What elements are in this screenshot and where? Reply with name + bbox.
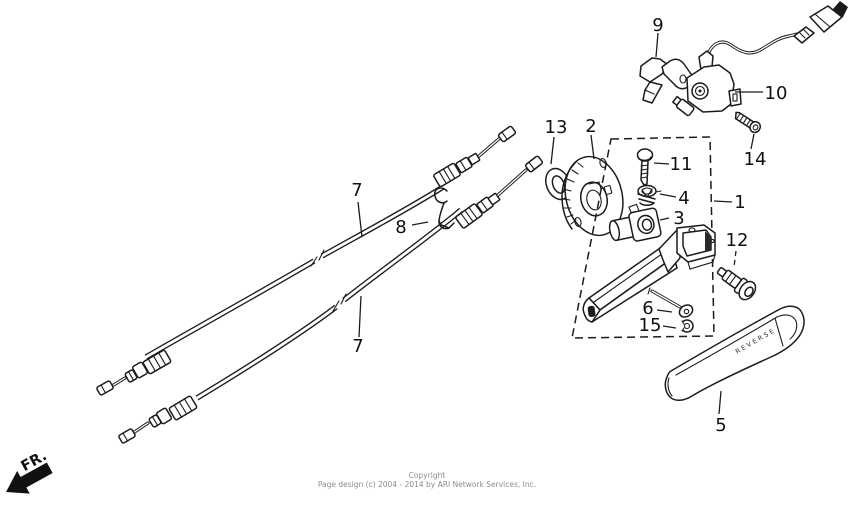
callout-part-10[interactable]: 10: [765, 83, 788, 104]
callout-leader-6: [656, 309, 673, 313]
callout-part-2[interactable]: 2: [585, 116, 596, 137]
callout-part-7[interactable]: 7: [351, 180, 362, 201]
callout-part-3[interactable]: 3: [673, 208, 684, 229]
assembly-group-box: [571, 136, 715, 339]
callout-part-4[interactable]: 4: [678, 188, 689, 209]
callout-leader-12: [733, 250, 737, 268]
callout-leader-9: [655, 32, 659, 58]
part-handle-cover: REVERSE: [664, 305, 805, 401]
callout-leader-7: [357, 201, 363, 238]
callout-part-6[interactable]: 6: [642, 298, 653, 319]
callout-part-5[interactable]: 5: [715, 415, 726, 436]
callout-layer: 9 10 14 13 2 11 43 1 12 615 5 7 7 8: [351, 15, 787, 436]
callout-leader-15: [662, 325, 677, 329]
callout-leader-13: [550, 136, 555, 165]
callout-part-7[interactable]: 7: [352, 336, 363, 357]
part-set-bolt: [716, 267, 757, 301]
callout-part-8[interactable]: 8: [395, 217, 406, 238]
part-switch-bracket: [639, 57, 694, 104]
callout-part-14[interactable]: 14: [744, 149, 767, 170]
footer-copyright-line2: Page design (c) 2004 - 2014 by ARI Netwo…: [318, 480, 536, 489]
callout-part-15[interactable]: 15: [639, 315, 662, 336]
callout-leader-2: [590, 134, 595, 160]
callout-leader-8: [411, 221, 429, 226]
part-stop-switch: [672, 1, 848, 117]
part-bolt: [636, 148, 654, 186]
callout-leader-14: [750, 133, 755, 150]
part-lever-arm: [582, 224, 716, 323]
fr-arrow-icon: [6, 462, 53, 494]
fr-direction-marker: FR.: [6, 448, 53, 494]
callout-part-11[interactable]: 11: [670, 154, 693, 175]
callout-leader-5: [718, 390, 722, 415]
callout-part-1[interactable]: 1: [734, 192, 745, 213]
footer-copyright-line1: Copyright: [409, 471, 446, 480]
part-cable-lower: [118, 155, 544, 444]
part-cover-plate: [561, 155, 624, 237]
callout-part-9[interactable]: 9: [652, 15, 663, 36]
part-pivot-holder: [608, 203, 662, 242]
part-cable-clip: [433, 187, 455, 230]
callout-part-12[interactable]: 12: [726, 230, 749, 251]
part-spring: [637, 184, 662, 206]
wire-connector: [809, 5, 843, 33]
part-cable-upper: [96, 125, 517, 396]
part-link-rod: [647, 287, 694, 318]
callout-leader-4: [659, 193, 677, 198]
callout-part-13[interactable]: 13: [545, 117, 568, 138]
part-e-clip: [677, 319, 694, 333]
callout-leader-7: [358, 295, 362, 338]
part-mount-screw: [734, 111, 762, 134]
callout-leader-11: [653, 162, 670, 165]
callout-leader-1: [713, 200, 733, 203]
callout-leader-3: [659, 217, 670, 221]
